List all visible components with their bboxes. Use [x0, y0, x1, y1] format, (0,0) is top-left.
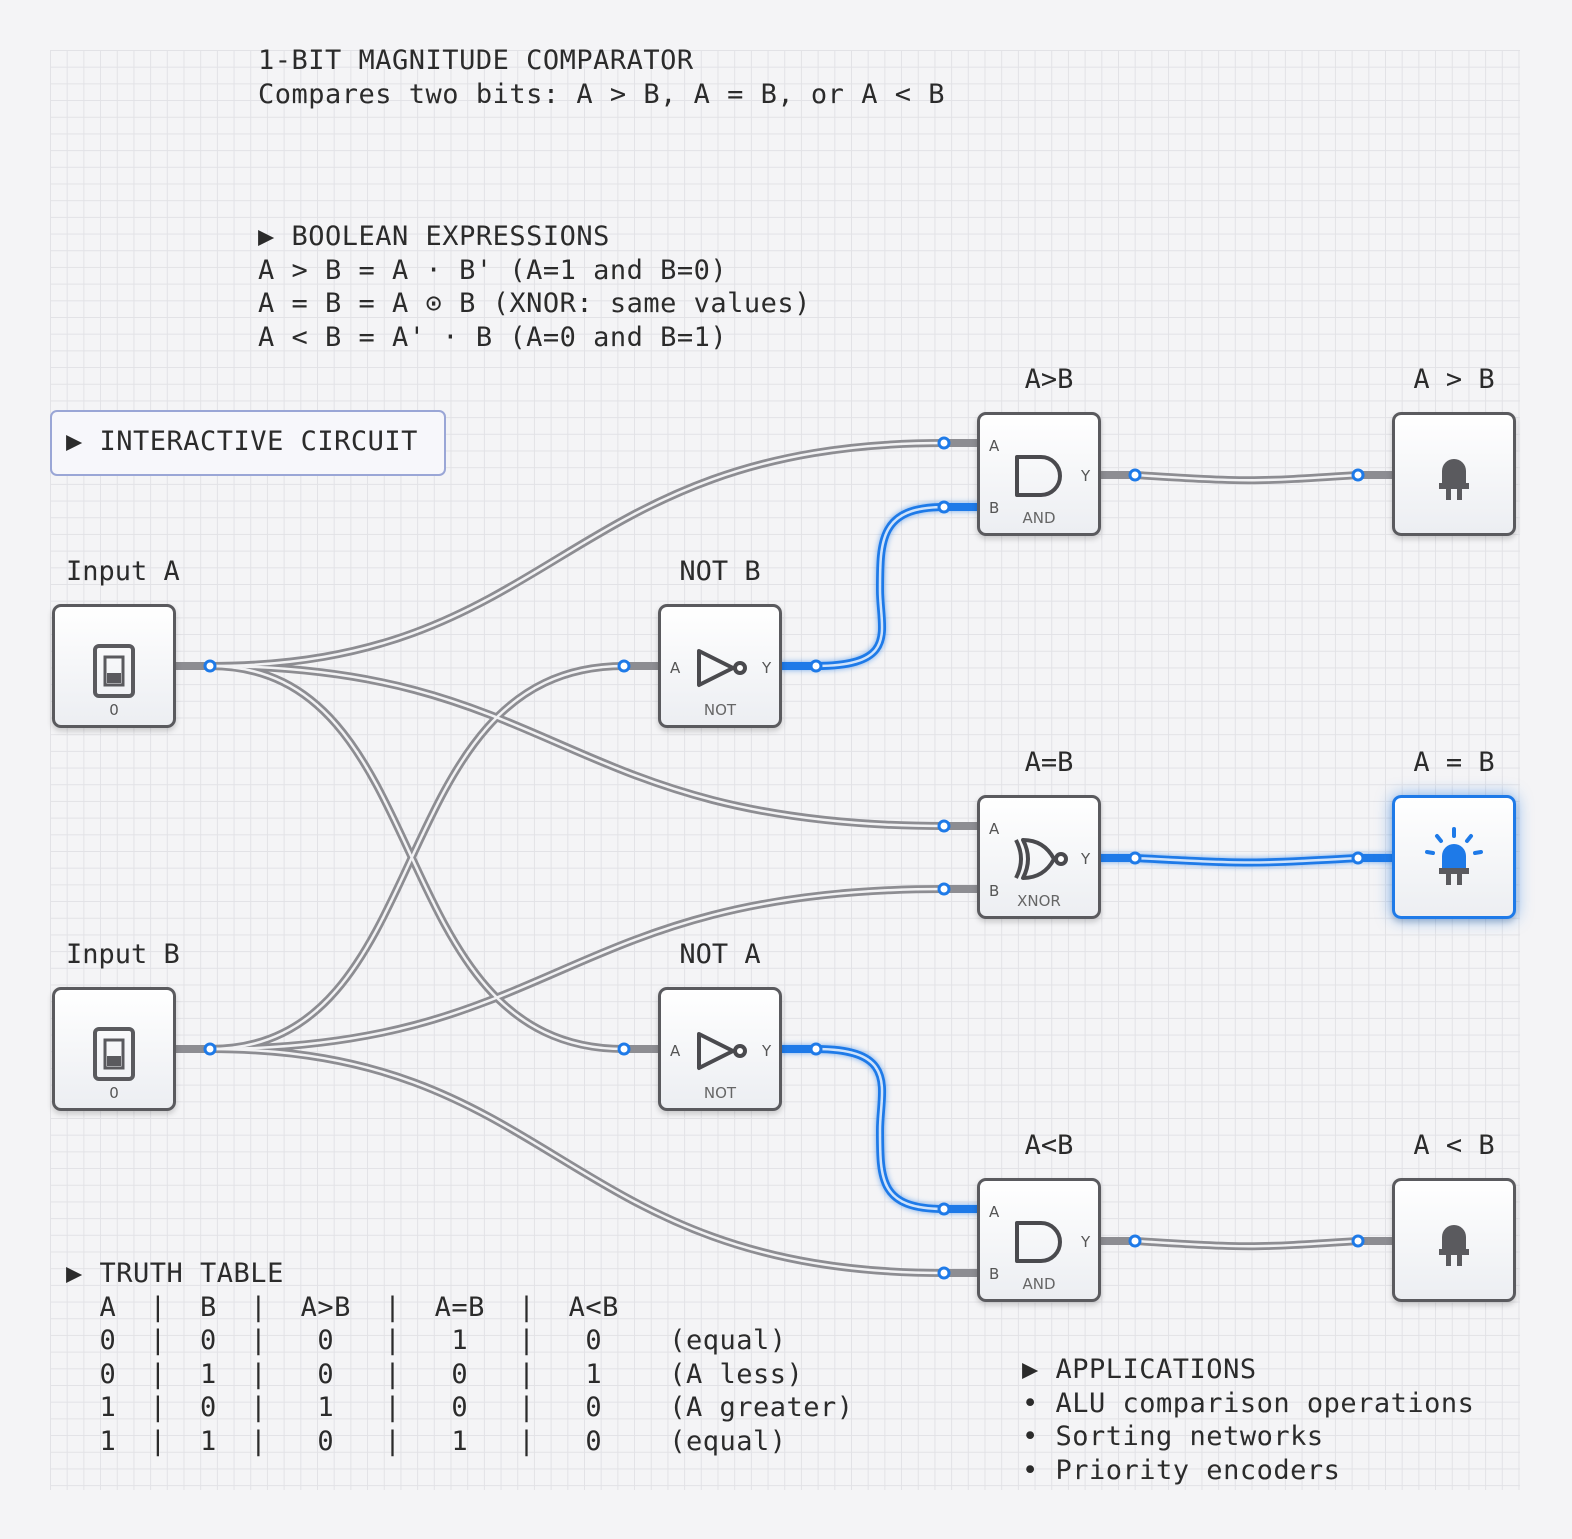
not-b-gate[interactable]: A Y NOT: [658, 604, 782, 728]
pin-a: A: [989, 1203, 1000, 1221]
connection-dots: [203, 436, 1365, 1280]
grid-background: [50, 50, 1520, 1490]
led-icon: [1439, 459, 1469, 500]
pin-b: B: [989, 1265, 1000, 1283]
led-icon: [1425, 827, 1483, 885]
pin-a: A: [670, 659, 681, 677]
input-b-label: Input B: [66, 939, 180, 970]
interactive-circuit-toggle[interactable]: ▶ INTERACTIVE CIRCUIT: [50, 410, 446, 476]
wire-a-to-gt-a: [206, 439, 948, 670]
gt-gate-label: A>B: [1024, 364, 1074, 395]
gate-type: NOT: [703, 701, 737, 719]
not-gate-icon: [697, 1032, 747, 1070]
pin-y: Y: [762, 1042, 772, 1060]
pin-a: A: [989, 820, 1000, 838]
truth-table-header-row: A | B | A>B | A=B | A<B: [66, 1292, 619, 1323]
and-gate-icon: [1015, 1221, 1062, 1263]
interactive-circuit-label: ▶ INTERACTIVE CIRCUIT: [66, 426, 418, 457]
wire-a-to-not-a: [206, 662, 628, 1053]
applications-heading: ▶ APPLICATIONS: [1022, 1354, 1257, 1385]
pin-b: B: [989, 882, 1000, 900]
gt-and-gate[interactable]: A B Y AND: [977, 412, 1101, 536]
output-gt-label: A > B: [1413, 364, 1495, 395]
page-title: 1-BIT MAGNITUDE COMPARATOR: [258, 45, 694, 76]
and-gate-icon: [1015, 455, 1062, 497]
wire-b-to-lt-b: [206, 1045, 948, 1277]
led-icon: [1439, 1225, 1469, 1266]
truth-table-heading: ▶ TRUTH TABLE: [66, 1258, 284, 1289]
switch-icon: [93, 644, 135, 698]
gate-type: AND: [1022, 1275, 1056, 1293]
output-lt-led[interactable]: [1392, 1178, 1516, 1302]
gate-type: AND: [1022, 509, 1056, 527]
pin-b: B: [989, 499, 1000, 517]
input-a-label: Input A: [66, 556, 180, 587]
expression-line: A < B = A' · B (A=0 and B=1): [258, 322, 728, 353]
pin-a: A: [670, 1042, 681, 1060]
eq-xnor-gate[interactable]: A B Y XNOR: [977, 795, 1101, 919]
truth-table-row: 1 | 0 | 1 | 0 | 0 (A greater): [66, 1392, 854, 1423]
expression-line: A = B = A ⊙ B (XNOR: same values): [258, 288, 811, 319]
input-a-value: 0: [109, 701, 119, 719]
expressions-heading: ▶ BOOLEAN EXPRESSIONS: [258, 221, 610, 252]
not-b-label: NOT B: [679, 556, 761, 587]
application-item: • Sorting networks: [1022, 1421, 1324, 1452]
pin-y: Y: [1081, 1233, 1091, 1251]
truth-table-row: 0 | 0 | 0 | 1 | 0 (equal): [66, 1325, 787, 1356]
application-item: • ALU comparison operations: [1022, 1388, 1475, 1419]
output-eq-label: A = B: [1413, 747, 1495, 778]
truth-table-row: 0 | 1 | 0 | 0 | 1 (A less): [66, 1359, 804, 1390]
output-lt-label: A < B: [1413, 1130, 1495, 1161]
wire-b-to-eq-b: [206, 885, 948, 1053]
output-eq-led[interactable]: [1392, 795, 1516, 919]
not-gate-icon: [697, 649, 747, 687]
input-b-value: 0: [109, 1084, 119, 1102]
output-gt-led[interactable]: [1392, 412, 1516, 536]
lt-gate-label: A<B: [1024, 1130, 1074, 1161]
wire-b-to-not-b: [206, 662, 628, 1053]
gate-type: NOT: [703, 1084, 737, 1102]
expression-line: A > B = A · B' (A=1 and B=0): [258, 255, 728, 286]
truth-table-row: 1 | 1 | 0 | 1 | 0 (equal): [66, 1426, 787, 1457]
application-item: • Priority encoders: [1022, 1455, 1341, 1486]
input-a-switch[interactable]: 0: [52, 604, 176, 728]
wire-a-to-eq-a: [206, 662, 948, 830]
not-a-label: NOT A: [679, 939, 761, 970]
input-b-switch[interactable]: 0: [52, 987, 176, 1111]
not-a-gate[interactable]: A Y NOT: [658, 987, 782, 1111]
pin-y: Y: [1081, 467, 1091, 485]
pin-y: Y: [1081, 850, 1091, 868]
xnor-gate-icon: [1014, 838, 1068, 880]
pin-a: A: [989, 437, 1000, 455]
lt-and-gate[interactable]: A B Y AND: [977, 1178, 1101, 1302]
eq-gate-label: A=B: [1024, 747, 1074, 778]
gate-type: XNOR: [1017, 892, 1061, 910]
page-subtitle: Compares two bits: A > B, A = B, or A < …: [258, 79, 945, 110]
switch-icon: [93, 1027, 135, 1081]
pin-y: Y: [762, 659, 772, 677]
